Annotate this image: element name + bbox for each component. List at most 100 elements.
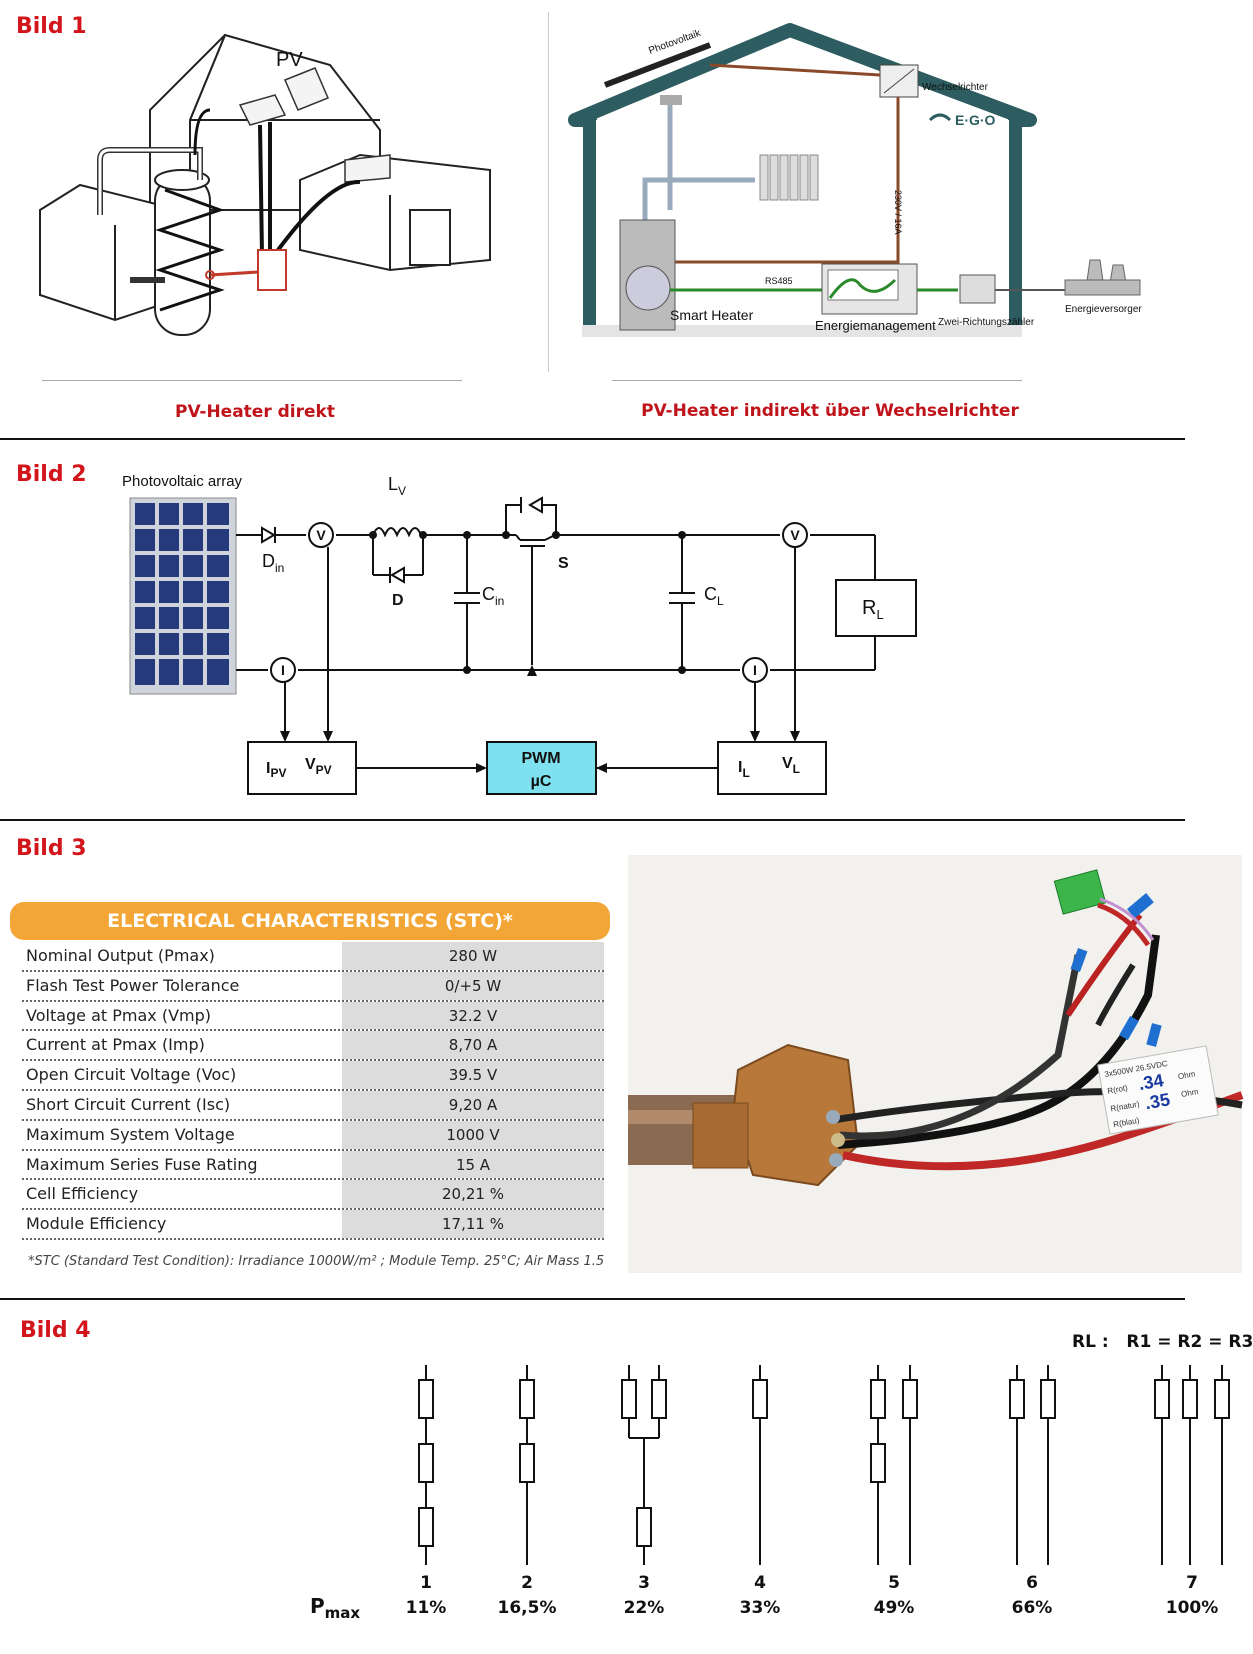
config-number: 3 [638, 1573, 650, 1593]
voltmeter-left-icon [308, 522, 334, 548]
caption-direct: PV-Heater direkt [175, 402, 335, 422]
config-pmax-percent: 100% [1165, 1598, 1219, 1618]
resistor-configurations [418, 1365, 1230, 1565]
config-pmax-percent: 16,5% [497, 1598, 557, 1618]
config-number: 5 [888, 1573, 900, 1593]
bild2-label: Bild 2 [16, 462, 87, 487]
config-pmax-percent: 49% [873, 1598, 915, 1618]
pv-circuit-diagram: Photovoltaic array [122, 473, 917, 795]
config-number: 4 [754, 1573, 766, 1593]
lv-label: LV [388, 474, 406, 498]
cable-rating: 230V / 16A [893, 190, 903, 235]
config-pmax-percent: 11% [405, 1598, 447, 1618]
table-row: Voltage at Pmax (Vmp) 32.2 V [22, 1001, 604, 1032]
din-label: Din [262, 551, 284, 575]
table-row: Cell Efficiency 20,21 % [22, 1180, 604, 1211]
table-row: Maximum Series Fuse Rating 15 A [22, 1150, 604, 1181]
row-label: Maximum Series Fuse Rating [26, 1154, 258, 1174]
table-row: Nominal Output (Pmax) 280 W [22, 942, 604, 972]
table-title: ELECTRICAL CHARACTERISTICS (STC)* [10, 902, 610, 940]
row-label: Short Circuit Current (Isc) [26, 1094, 231, 1114]
row-value: 15 A [342, 1150, 604, 1179]
cin-label: Cin [482, 584, 504, 608]
row-value: 32.2 V [342, 1001, 604, 1030]
sticker-rrot: R(rot) [1107, 1083, 1129, 1095]
bild1-label: Bild 1 [16, 14, 87, 39]
row-value: 9,20 A [342, 1090, 604, 1119]
ipv-label: IPV [266, 760, 286, 780]
divider [42, 380, 462, 381]
array-label: Photovoltaic array [122, 473, 243, 490]
rl-label: RL [862, 597, 884, 622]
pmax-label: Pmax [310, 1594, 361, 1622]
row-label: Cell Efficiency [26, 1184, 139, 1204]
row-value: 0/+5 W [342, 971, 604, 1000]
row-value: 280 W [342, 942, 604, 970]
config-pmax-percent: 22% [623, 1598, 665, 1618]
sticker-rnatur-value: .35 [1143, 1089, 1171, 1113]
row-value: 8,70 A [342, 1031, 604, 1060]
pwm-label: PWM [521, 750, 560, 767]
table-row: Maximum System Voltage 1000 V [22, 1120, 604, 1151]
sticker-ohm: Ohm [1177, 1069, 1196, 1081]
section-separator [0, 438, 1185, 440]
stc-note: *STC (Standard Test Condition): Irradian… [28, 1254, 605, 1269]
wechselrichter-label: Wechselrichter [922, 82, 989, 93]
table-row: Flash Test Power Tolerance 0/+5 W [22, 971, 604, 1002]
row-value: 39.5 V [342, 1061, 604, 1089]
row-value: 20,21 % [342, 1180, 604, 1209]
v-meter-label: V [316, 527, 326, 543]
roof-pv-label: PV [276, 49, 303, 71]
config-number: 6 [1026, 1573, 1038, 1593]
section-separator [0, 819, 1185, 821]
vertical-divider [548, 12, 549, 372]
i-meter-label: I [753, 662, 757, 678]
ammeter-right-icon [742, 657, 768, 683]
energieversorger-label: Energieversorger [1065, 304, 1142, 315]
vl-label: VL [782, 755, 800, 776]
s-label: S [558, 555, 569, 572]
i-meter-label: I [281, 662, 285, 678]
row-label: Maximum System Voltage [26, 1124, 235, 1144]
solar-panel-icon [129, 497, 237, 695]
row-label: Nominal Output (Pmax) [26, 946, 215, 965]
ego-brand: E·G·O [955, 112, 996, 128]
table-row: Open Circuit Voltage (Voc) 39.5 V [22, 1061, 604, 1091]
zaehler-label: Zwei-Richtungszähler [938, 317, 1035, 328]
sticker-ohm: Ohm [1180, 1087, 1199, 1099]
config-number: 2 [521, 1573, 533, 1593]
row-label: Open Circuit Voltage (Voc) [26, 1065, 237, 1085]
pv-heater-direct-illustration: PV [39, 33, 491, 336]
rs485-label: RS485 [765, 276, 793, 286]
il-label: IL [738, 759, 750, 780]
row-value: 17,11 % [342, 1210, 604, 1238]
config-number: 7 [1186, 1573, 1198, 1593]
uc-label: µC [531, 773, 552, 790]
table-row: Current at Pmax (Imp) 8,70 A [22, 1031, 604, 1062]
heater-photo: 3x500W 26.5VDC R(rot) .34 Ohm R(natur) .… [628, 855, 1244, 1273]
row-label: Module Efficiency [26, 1214, 167, 1234]
bild3-label: Bild 3 [16, 836, 87, 861]
d-label: D [392, 592, 404, 609]
voltmeter-right-icon [782, 522, 808, 548]
sticker-rrot-value: .34 [1137, 1070, 1165, 1094]
config-pmax-percent: 33% [739, 1598, 781, 1618]
bild4-label: Bild 4 [20, 1318, 91, 1343]
ammeter-left-icon [270, 657, 296, 683]
config-number: 1 [420, 1573, 432, 1593]
energiemanagement-label: Energiemanagement [815, 318, 936, 333]
cl-label: CL [704, 584, 724, 608]
row-label: Current at Pmax (Imp) [26, 1035, 205, 1055]
row-label: Voltage at Pmax (Vmp) [26, 1005, 212, 1025]
row-label: Flash Test Power Tolerance [26, 975, 240, 995]
divider [612, 380, 1022, 381]
table-row: Module Efficiency 17,11 % [22, 1210, 604, 1240]
rl-equality-label: RL : R1 = R2 = R3 [1072, 1332, 1253, 1352]
caption-indirect: PV-Heater indirekt über Wechselrichter [641, 401, 1019, 421]
smart-heater-label: Smart Heater [670, 307, 754, 323]
section-separator [0, 1298, 1185, 1300]
table-row: Short Circuit Current (Isc) 9,20 A [22, 1090, 604, 1121]
row-value: 1000 V [342, 1120, 604, 1149]
pv-heater-indirect-illustration: Photovoltaik Wechselrichter E·G·O 230V /… [568, 23, 1142, 337]
